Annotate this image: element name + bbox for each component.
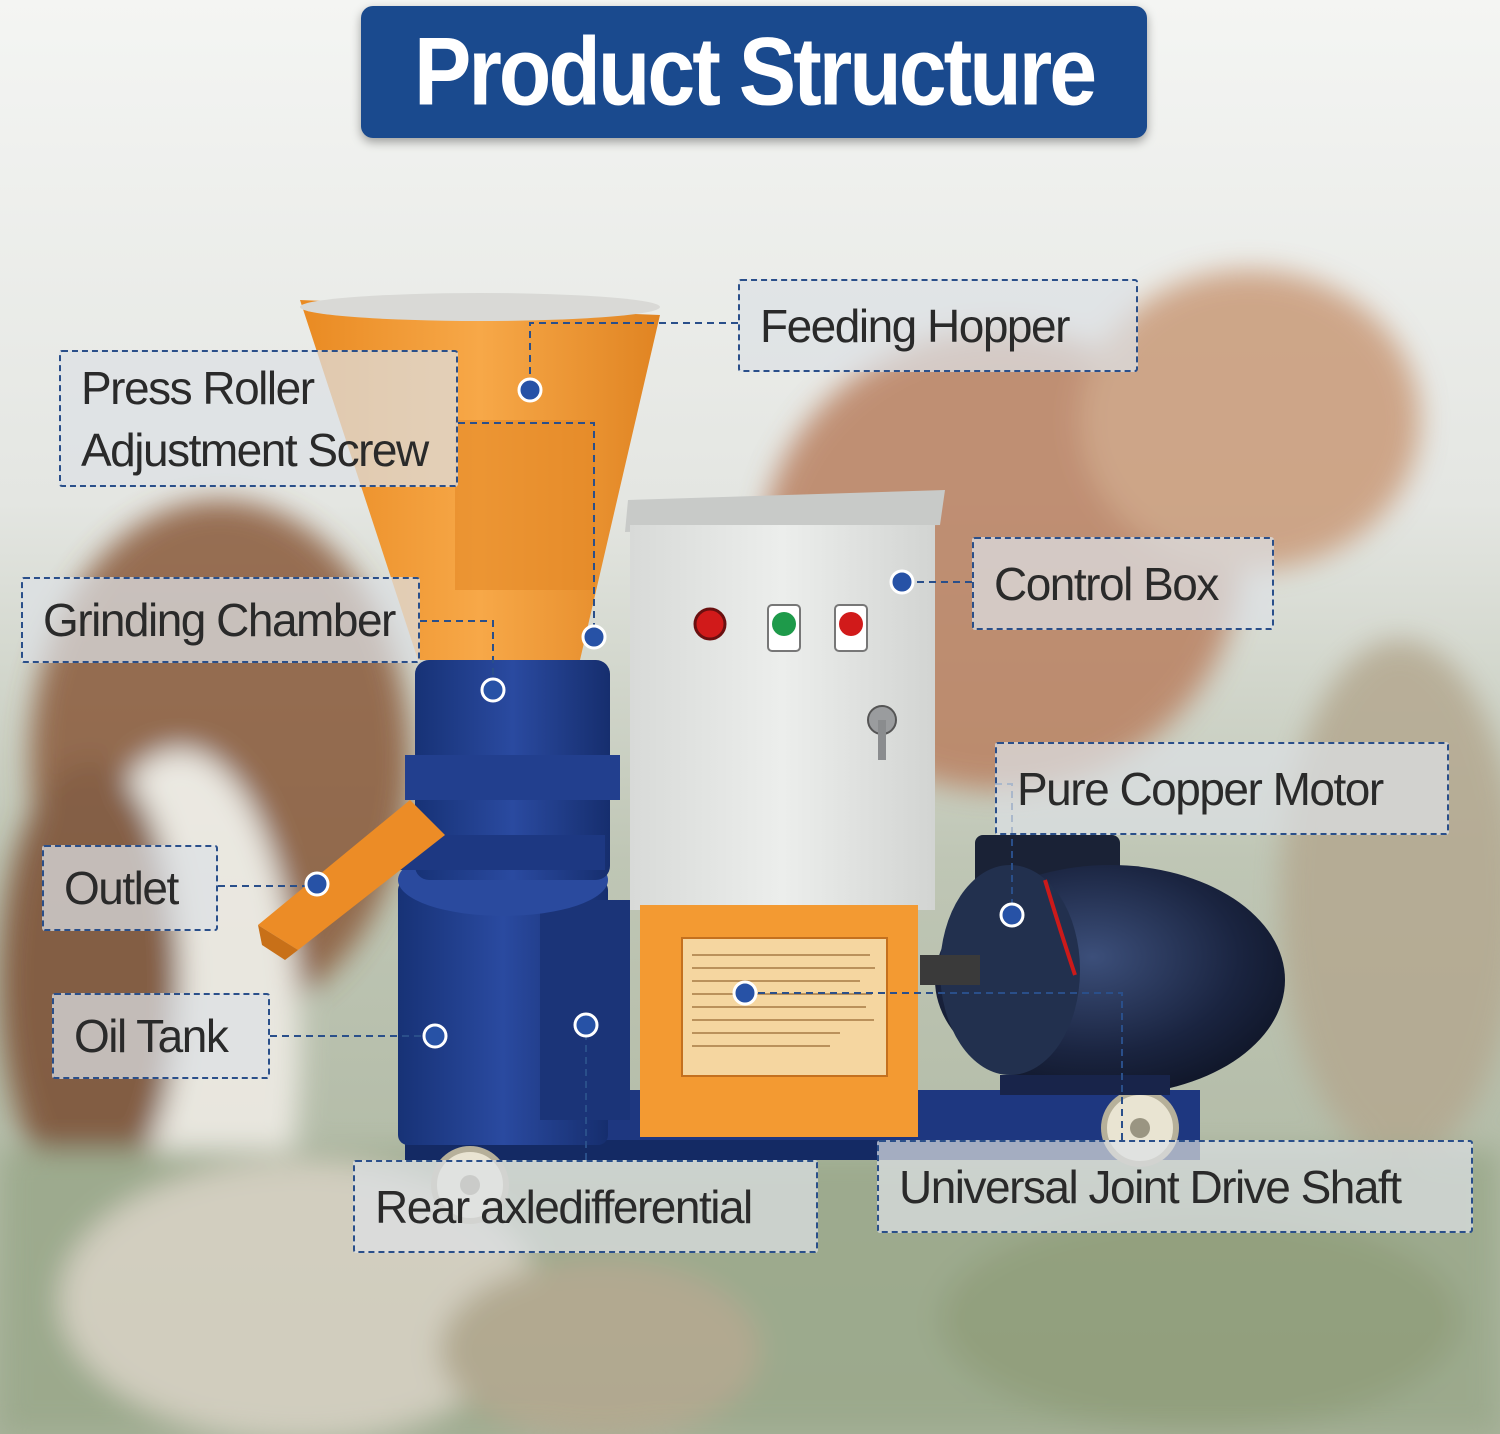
outlet-label: Outlet	[42, 845, 218, 931]
title-banner: Product Structure	[361, 6, 1147, 138]
press-roller-anchor-dot	[581, 624, 607, 650]
pure-copper-motor-label: Pure Copper Motor	[995, 742, 1449, 835]
grinding-chamber-text: Grinding Chamber	[43, 594, 396, 646]
drive-shaft-anchor-dot	[732, 980, 758, 1006]
universal-joint-text: Universal Joint Drive Shaft	[899, 1160, 1402, 1213]
press-roller-label: Press Roller Adjustment Screw	[59, 350, 458, 487]
feeding-hopper-label: Feeding Hopper	[738, 279, 1138, 372]
press-roller-text-line2: Adjustment Screw	[81, 423, 429, 476]
press-roller-text-line1: Press Roller	[81, 361, 315, 414]
grinding-chamber-label: Grinding Chamber	[21, 577, 420, 663]
feeding-hopper-anchor-dot	[517, 377, 543, 403]
feeding-hopper-text: Feeding Hopper	[760, 299, 1070, 352]
rear-axle-anchor-dot	[573, 1012, 599, 1038]
pure-copper-motor-text: Pure Copper Motor	[1017, 762, 1384, 815]
oil-tank-label: Oil Tank	[52, 993, 270, 1079]
oil-tank-anchor-dot	[422, 1023, 448, 1049]
motor-anchor-dot	[999, 902, 1025, 928]
control-box-anchor-dot	[889, 569, 915, 595]
outlet-text: Outlet	[64, 862, 179, 914]
page-title: Product Structure	[413, 17, 1097, 126]
universal-joint-label: Universal Joint Drive Shaft	[877, 1140, 1473, 1233]
grinding-chamber-anchor-dot	[480, 677, 506, 703]
rear-axle-text: Rear axledifferential	[375, 1180, 753, 1233]
outlet-anchor-dot	[304, 871, 330, 897]
control-box-text: Control Box	[994, 557, 1219, 610]
oil-tank-text: Oil Tank	[74, 1010, 229, 1062]
control-box-label: Control Box	[972, 537, 1274, 630]
rear-axle-label: Rear axledifferential	[353, 1160, 818, 1253]
